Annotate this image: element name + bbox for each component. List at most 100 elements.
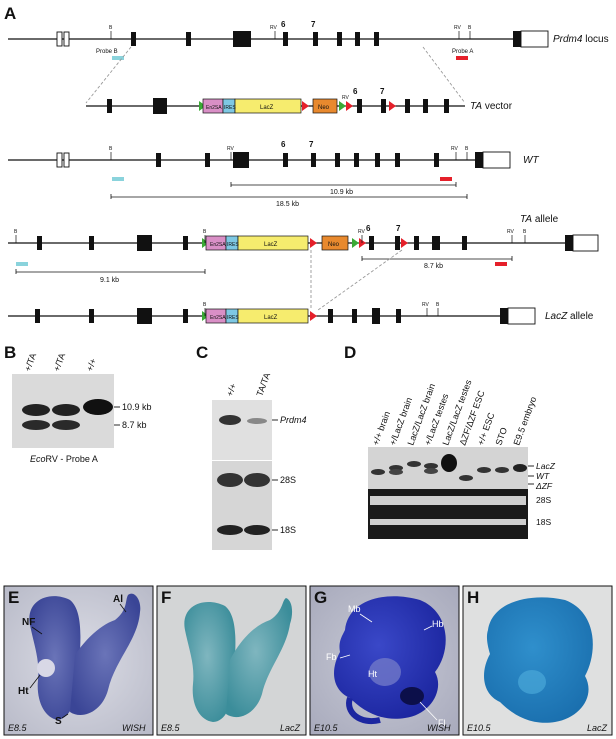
site-b: B <box>468 25 472 31</box>
row-lacz-allele: B RV B En2SA IRES LacZ LacZ allele <box>8 302 594 325</box>
panel-label-h: H <box>467 588 479 607</box>
lane-label: +/TA <box>22 352 38 373</box>
panel-label-g: G <box>314 588 327 607</box>
anatomy-label: Fl <box>438 718 446 728</box>
site-b: B <box>109 146 113 152</box>
rrna-label: 18S <box>280 525 296 535</box>
panel-g-embryo: G Mb Hb Fb Ht Fl E10.5 WISH <box>309 585 460 736</box>
exon-7-label: 7 <box>309 140 314 149</box>
site-rv: RV <box>227 146 235 152</box>
transcript-label: ΔZF <box>535 481 553 491</box>
panel-label-f: F <box>161 588 171 607</box>
probe-a-marker <box>440 177 452 181</box>
row-label-wt: WT <box>523 155 539 166</box>
panel-d-northern-blot: +/+ brain +/LacZ brain LacZ/LacZ brain +… <box>368 378 556 539</box>
transcript-label: WT <box>536 471 550 481</box>
cassette-ires: IRES <box>227 242 239 248</box>
lane-label: STO <box>493 426 509 447</box>
rrna-label: 28S <box>280 475 296 485</box>
anatomy-label: Hb <box>432 619 444 629</box>
lane-label: E9.5 embryo <box>511 395 538 446</box>
site-b: B <box>203 229 207 235</box>
rrna-label: 18S <box>536 517 551 527</box>
panel-label-d: D <box>344 343 356 362</box>
exon-7-label: 7 <box>311 20 316 29</box>
band-size-label: 10.9 kb <box>122 402 152 412</box>
anatomy-label: NF <box>22 617 35 628</box>
band-size-label: 8.7 kb <box>122 420 147 430</box>
transcript-label: Prdm4 <box>280 415 307 425</box>
probe-a-marker <box>495 262 507 266</box>
panel-h-embryo: H E10.5 LacZ <box>462 585 613 736</box>
cassette-neo: Neo <box>318 105 330 111</box>
anatomy-label: Ht <box>18 686 29 697</box>
method-label: LacZ <box>587 723 608 733</box>
row-label-vector: TA vector <box>470 101 513 112</box>
probe-b-marker <box>112 56 124 60</box>
panel-c-northern-blot: +/+ TA/TA Prdm4 28S 18S <box>212 372 307 550</box>
cassette-lacz: LacZ <box>264 242 278 248</box>
fragment-size-10-9: 10.9 kb <box>330 189 353 196</box>
probe-a-marker <box>456 56 468 60</box>
cassette-en2sa: En2SA <box>206 105 222 111</box>
probe-b-marker <box>16 262 28 266</box>
exon-6-label: 6 <box>281 20 286 29</box>
site-rv: RV <box>451 146 459 152</box>
exon-7-label: 7 <box>380 87 385 96</box>
cassette-ires: IRES <box>227 315 239 321</box>
stage-label: E10.5 <box>314 723 339 733</box>
probe-a-label: Probe A <box>452 49 473 55</box>
row-label-lacz-allele: LacZ allele <box>545 311 594 322</box>
site-rv: RV <box>422 302 430 308</box>
site-b: B <box>465 146 469 152</box>
blot-membrane <box>212 400 272 460</box>
stage-label: E8.5 <box>8 723 28 733</box>
panel-label-e: E <box>8 588 19 607</box>
rrna-label: 28S <box>536 495 551 505</box>
method-label: WISH <box>427 723 451 733</box>
site-b: B <box>109 25 113 31</box>
site-b: B <box>14 229 18 235</box>
row-label-ta-allele: TA allele <box>520 214 559 225</box>
exon-7-label: 7 <box>396 224 401 233</box>
site-b: B <box>436 302 440 308</box>
lane-label: +/+ <box>224 382 238 398</box>
panel-label-a: A <box>4 4 16 23</box>
anatomy-label: Mb <box>348 604 361 614</box>
fragment-size-8-7: 8.7 kb <box>424 263 443 270</box>
site-rv: RV <box>342 95 350 101</box>
site-rv: RV <box>358 229 366 235</box>
stage-label: E8.5 <box>161 723 181 733</box>
panel-b-southern-blot: +/TA +/TA +/+ 10.9 kb 8.7 kb EcoRV - Pro… <box>12 352 152 464</box>
row-ta-vector: En2SA IRES LacZ Neo RV 6 7 TA vector <box>86 87 513 114</box>
site-rv: RV <box>454 25 462 31</box>
site-rv: RV <box>507 229 515 235</box>
transcript-label: LacZ <box>536 461 556 471</box>
panel-label-c: C <box>196 343 208 362</box>
method-label: LacZ <box>280 723 301 733</box>
cassette-en2sa: En2SA <box>210 315 226 321</box>
panel-f-embryo: F E8.5 LacZ <box>156 585 307 736</box>
method-label: WISH <box>122 723 146 733</box>
lane-label: TA/TA <box>254 372 272 398</box>
anatomy-label: Al <box>113 594 123 605</box>
row-prdm4-locus: B RV RV B 6 7 Probe B Probe A Prdm4 locu… <box>8 20 609 60</box>
cassette-en2sa: En2SA <box>210 242 226 248</box>
site-b: B <box>523 229 527 235</box>
blot-caption: EcoRV - Probe A <box>30 454 98 464</box>
lane-label: +/TA <box>51 352 67 373</box>
exon-6-label: 6 <box>281 140 286 149</box>
site-b: B <box>203 302 207 308</box>
row-ta-allele: B B RV RV B En2SA IRES LacZ Neo 6 7 9.1 … <box>8 214 599 284</box>
cassette-lacz: LacZ <box>260 105 274 111</box>
fragment-size-18-5: 18.5 kb <box>276 201 299 208</box>
anatomy-label: Ht <box>368 669 377 679</box>
row-label-locus: Prdm4 locus <box>553 34 609 45</box>
row-wt: B RV RV B 6 7 10.9 kb 18.5 kb WT <box>8 140 539 208</box>
cassette-lacz: LacZ <box>264 315 278 321</box>
exon-6-label: 6 <box>366 224 371 233</box>
fragment-size-9-1: 9.1 kb <box>100 277 119 284</box>
cassette-ires: IRES <box>224 105 236 111</box>
stage-label: E10.5 <box>467 723 492 733</box>
